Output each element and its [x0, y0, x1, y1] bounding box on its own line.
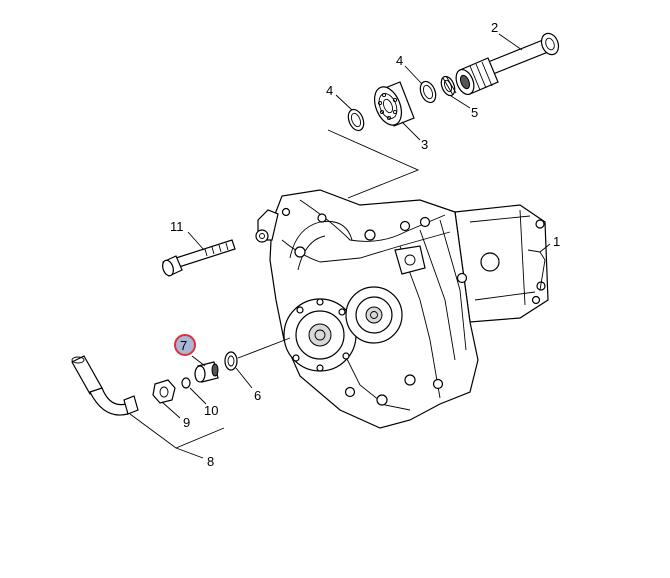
leader-lines [129, 33, 551, 459]
callout-11: 11 [170, 219, 184, 234]
callout-8: 8 [207, 454, 214, 469]
sensor-cable [71, 355, 139, 416]
bearing [373, 81, 415, 127]
bolt [162, 239, 236, 277]
callout-3: 3 [421, 137, 428, 152]
spring-clip [440, 75, 457, 97]
callout-5: 5 [471, 105, 478, 120]
callout-4-right: 4 [396, 53, 403, 68]
retaining-ring-left [347, 108, 365, 132]
callout-9: 9 [183, 415, 190, 430]
callout-10: 10 [204, 403, 218, 418]
callout-2: 2 [491, 20, 498, 35]
nut [152, 379, 176, 404]
sensor-fitting [194, 361, 219, 383]
retaining-ring-right [419, 80, 437, 104]
callout-4-left: 4 [326, 83, 333, 98]
part-7-highlight[interactable] [174, 334, 196, 356]
callout-7: 7 [180, 338, 187, 353]
callout-6: 6 [254, 388, 261, 403]
shaft-assembly [455, 32, 560, 96]
small-ring [181, 377, 191, 389]
o-ring [224, 351, 238, 371]
callout-1: 1 [553, 234, 560, 249]
transfer-case-housing [255, 189, 549, 429]
